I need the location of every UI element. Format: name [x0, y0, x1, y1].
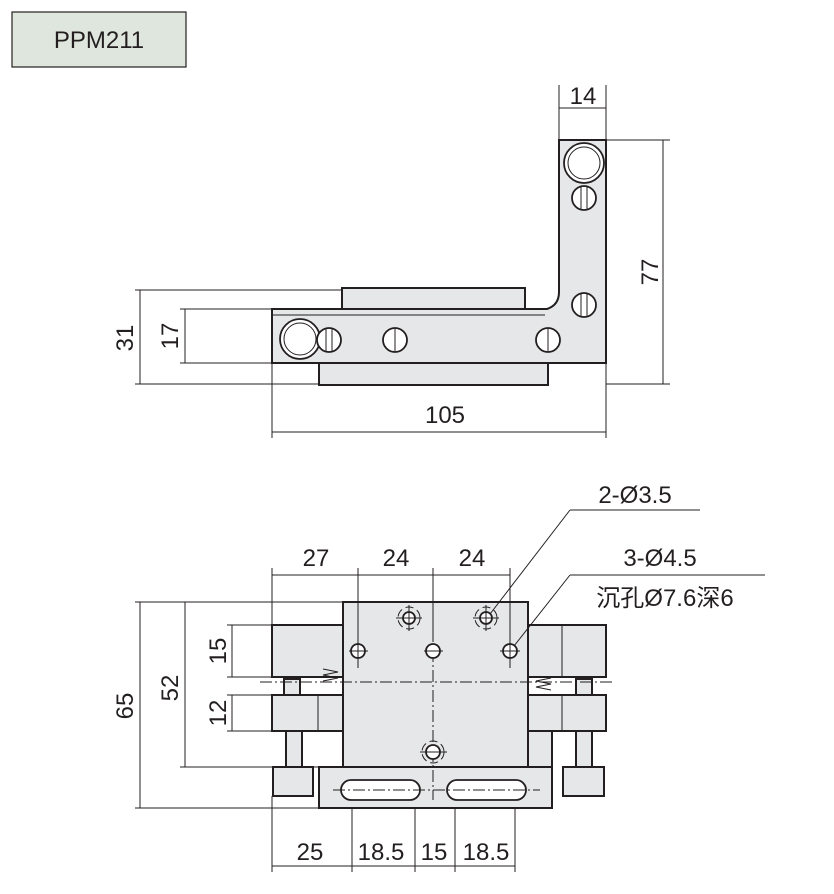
svg-text:27: 27	[303, 545, 330, 572]
svg-text:17: 17	[157, 323, 184, 350]
svg-text:18.5: 18.5	[463, 839, 510, 866]
svg-text:52: 52	[157, 675, 184, 702]
svg-text:PPM211: PPM211	[54, 27, 144, 54]
svg-text:24: 24	[383, 545, 410, 572]
svg-text:15: 15	[421, 839, 448, 866]
svg-text:15: 15	[205, 638, 232, 665]
svg-text:24: 24	[459, 545, 486, 572]
svg-text:65: 65	[112, 693, 139, 720]
svg-text:12: 12	[205, 700, 232, 727]
svg-text:77: 77	[637, 259, 664, 286]
svg-text:18.5: 18.5	[358, 839, 405, 866]
svg-text:14: 14	[570, 83, 597, 110]
model-label: PPM211	[11, 11, 187, 68]
holes	[349, 605, 520, 764]
svg-text:105: 105	[425, 402, 465, 429]
svg-text:沉孔Ø7.6深6: 沉孔Ø7.6深6	[596, 585, 733, 612]
screws	[316, 185, 597, 353]
svg-text:3-Ø4.5: 3-Ø4.5	[623, 545, 696, 572]
front-view: 27 24 24 2-Ø3.5 3-Ø4.5 沉孔Ø7.6深6 65 52 15…	[112, 482, 765, 872]
svg-text:25: 25	[297, 839, 324, 866]
svg-text:2-Ø3.5: 2-Ø3.5	[598, 482, 671, 509]
svg-text:31: 31	[112, 325, 139, 352]
side-view: 14 77 105 31 17	[112, 83, 670, 438]
